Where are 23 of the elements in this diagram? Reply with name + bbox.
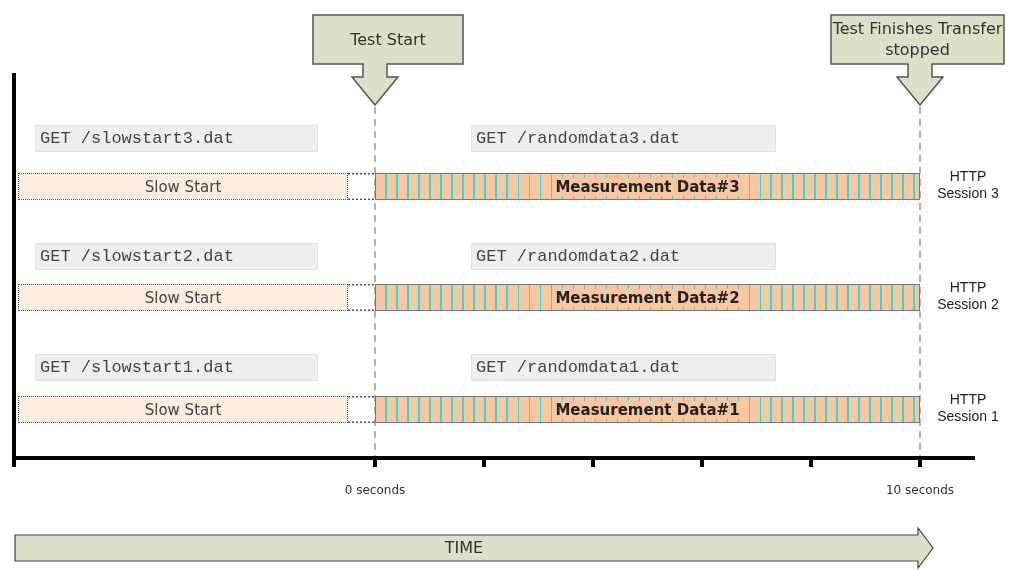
callout-arrow xyxy=(830,14,1005,106)
callout-text: Test Finishes Transfer stopped xyxy=(832,18,1003,61)
axis-title: TIME xyxy=(443,537,485,559)
session-label: HTTP Session 1 xyxy=(936,391,1000,425)
tick-label: 10 seconds xyxy=(885,482,955,499)
session-label: HTTP Session 3 xyxy=(936,168,1000,202)
callout-arrow xyxy=(312,14,464,106)
request-label: GET /slowstart2.dat xyxy=(35,243,318,270)
measurement-bar: Measurement Data#3 xyxy=(375,173,920,200)
request-label: GET /randomdata3.dat xyxy=(471,125,776,152)
request-label: GET /slowstart1.dat xyxy=(35,354,318,381)
slow-start-bar: Slow Start xyxy=(18,284,348,311)
measurement-bar: Measurement Data#1 xyxy=(375,396,920,423)
time-arrow xyxy=(14,527,934,569)
tick-label: 0 seconds xyxy=(343,482,407,499)
request-label: GET /randomdata2.dat xyxy=(471,243,776,270)
request-label: GET /slowstart3.dat xyxy=(35,125,318,152)
request-label: GET /randomdata1.dat xyxy=(471,354,776,381)
measurement-bar: Measurement Data#2 xyxy=(375,284,920,311)
callout-text: Test Start xyxy=(349,28,427,51)
slow-start-bar: Slow Start xyxy=(18,173,348,200)
slow-start-bar: Slow Start xyxy=(18,396,348,423)
session-label: HTTP Session 2 xyxy=(936,279,1000,313)
